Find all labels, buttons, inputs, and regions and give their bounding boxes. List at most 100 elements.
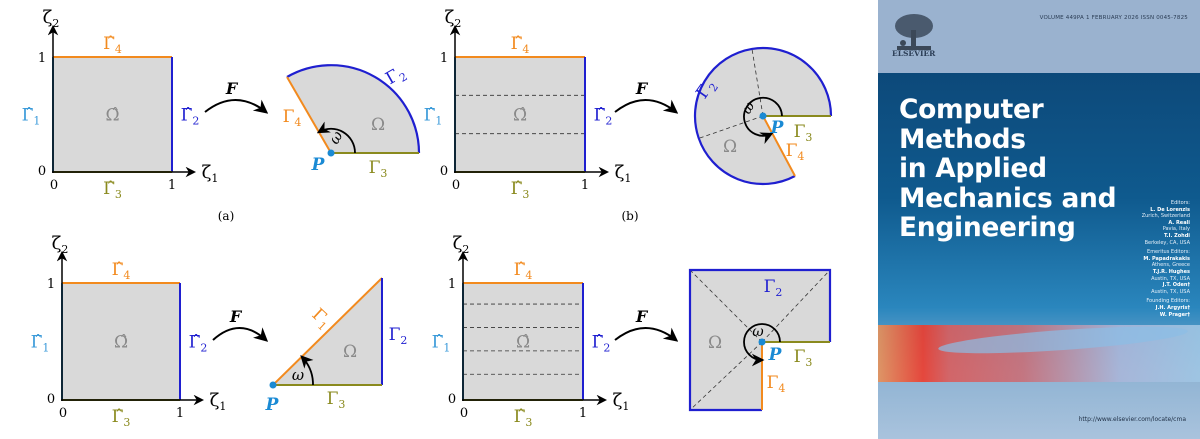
tick-label-base: 1: [448, 277, 456, 292]
gamma-hat-4-label-sub: 4: [522, 43, 529, 56]
emeritus-heading: Emeritus Editors:: [1147, 249, 1190, 256]
corner-point-P: [269, 381, 277, 389]
reference-square: [62, 283, 180, 400]
zeta2-label: ζ2: [453, 233, 470, 256]
journal-url[interactable]: http://www.elsevier.com/locate/cma: [1078, 416, 1186, 423]
editor-place: Pavia, Italy: [1162, 226, 1190, 233]
editors-list: Editors: L. De Lorenzis Zurich, Switzerl…: [1142, 200, 1190, 318]
editor-place: Austin, TX, USA: [1151, 275, 1190, 282]
gamma-3-label: Γ3: [794, 122, 813, 144]
gamma-hat-1-label: Γ̂1: [424, 106, 443, 128]
mapping-arrow: [614, 99, 679, 114]
editor-name: J.H. Argyris†: [1155, 304, 1190, 311]
gamma-hat-1-label-sub: 1: [42, 342, 49, 355]
editor-name: T.I. Zohdi: [1164, 232, 1190, 239]
gamma-3-label-base: Γ: [794, 122, 806, 142]
gamma-hat-3-label-sub: 3: [525, 416, 532, 429]
gamma-4-label-sub: 4: [294, 116, 301, 129]
P-label-base: P: [265, 395, 280, 415]
gamma-hat-3-label-sub: 3: [522, 188, 529, 201]
gamma-hat-3-label-base: Γ̂: [511, 179, 523, 199]
tick-label-base: 0: [460, 406, 468, 421]
tick-label-base: 0: [50, 178, 58, 193]
gamma-hat-2-label: Γ̂2: [594, 106, 613, 128]
caption-b-base: (b): [621, 209, 638, 223]
edge-gamma-4: [762, 115, 796, 177]
gamma-hat-1-label-sub: 1: [435, 115, 442, 128]
tick-label: 0: [448, 392, 456, 407]
gamma-hat-4-label-sub: 4: [525, 269, 532, 282]
tick-label-base: 0: [452, 178, 460, 193]
tick-label: 1: [38, 51, 46, 66]
gamma-hat-2-label-base: Γ̂: [592, 333, 604, 353]
P-label: P: [770, 118, 785, 138]
tick-label-base: 1: [168, 178, 176, 193]
dashed-line: [696, 115, 764, 140]
gamma-hat-1-label-sub: 1: [33, 115, 40, 128]
editor-name: W. Prager†: [1159, 311, 1190, 318]
gamma-hat-4-label-base: Γ̂: [112, 260, 124, 280]
gamma-3-label-base: Γ: [327, 389, 339, 409]
mapping-F-label-base: F: [635, 79, 649, 98]
gamma-hat-4-label-sub: 4: [123, 269, 130, 282]
tick-label-base: 1: [47, 277, 55, 292]
gamma-hat-1-label-sub: 1: [443, 342, 450, 355]
gamma-hat-3-label: Γ̂3: [103, 179, 122, 201]
angle-arc: [743, 96, 783, 144]
omega-hat-label-base: Ω̂: [516, 333, 530, 353]
omega-angle-label-base: ω: [752, 324, 764, 340]
gamma-hat-3-label-base: Γ̂: [112, 407, 124, 427]
tick-label: 0: [452, 178, 460, 193]
title-line: Computer: [899, 94, 1044, 125]
gamma-3-label: Γ3: [794, 347, 813, 369]
zeta2-label: ζ2: [43, 7, 60, 30]
edge-gamma-2: [286, 64, 421, 154]
journal-title: Computer Methods in Applied Mechanics an…: [899, 94, 1117, 243]
gamma-2-label-base: Γ: [764, 277, 776, 297]
P-label: P: [311, 155, 326, 175]
zeta1-label: ζ1: [615, 162, 632, 185]
omega-angle-label-base: ω: [292, 366, 304, 384]
tick-label: 1: [581, 178, 589, 193]
gamma-hat-1-label-base: Γ̂: [31, 333, 43, 353]
omega-label-base: Ω: [708, 333, 722, 353]
omega-label: Ω: [343, 342, 357, 362]
editor-name: L. De Lorenzis: [1150, 206, 1190, 213]
tick-label-base: 1: [440, 51, 448, 66]
tick-label: 1: [448, 277, 456, 292]
tick-label-base: 0: [47, 392, 55, 407]
omega-angle-label: ω: [752, 324, 764, 340]
gamma-3-label: Γ3: [327, 389, 346, 411]
mapping-F: F: [204, 79, 269, 114]
gamma-hat-3-label: Γ̂3: [511, 179, 530, 201]
editor-name: M. Papadrakakis: [1143, 255, 1190, 262]
zeta2-label-base: ζ: [445, 7, 455, 28]
zeta1-label-base: ζ: [613, 390, 623, 411]
mapping-F-label: F: [635, 79, 649, 98]
omega-hat-label-base: Ω̂: [105, 106, 119, 126]
omega-hat-label: Ω̂: [513, 106, 527, 126]
mapping-F-label-base: F: [635, 307, 649, 326]
gamma-hat-4-label: Γ̂4: [514, 260, 533, 282]
gamma-hat-3-label: Γ̂3: [112, 407, 131, 429]
editor-name: T.J.R. Hughes: [1152, 268, 1190, 275]
zeta1-label-sub: 1: [219, 400, 226, 413]
gamma-hat-3-label-sub: 3: [123, 416, 130, 429]
mapping-arrow: [204, 99, 269, 114]
tick-label-base: 1: [38, 51, 46, 66]
gamma-3-label-base: Γ: [794, 347, 806, 367]
tick-label: 0: [50, 178, 58, 193]
P-label: P: [768, 345, 783, 365]
gamma-hat-1-label-base: Γ̂: [424, 106, 436, 126]
zeta1-label: ζ1: [202, 162, 219, 185]
mapping-F: F: [212, 307, 269, 342]
gamma-3-label-sub: 3: [380, 167, 387, 180]
zeta2-label-base: ζ: [52, 233, 62, 254]
caption-b: (b): [621, 209, 638, 223]
title-line: Methods: [899, 123, 1026, 155]
gamma-3-label-sub: 3: [805, 131, 812, 144]
